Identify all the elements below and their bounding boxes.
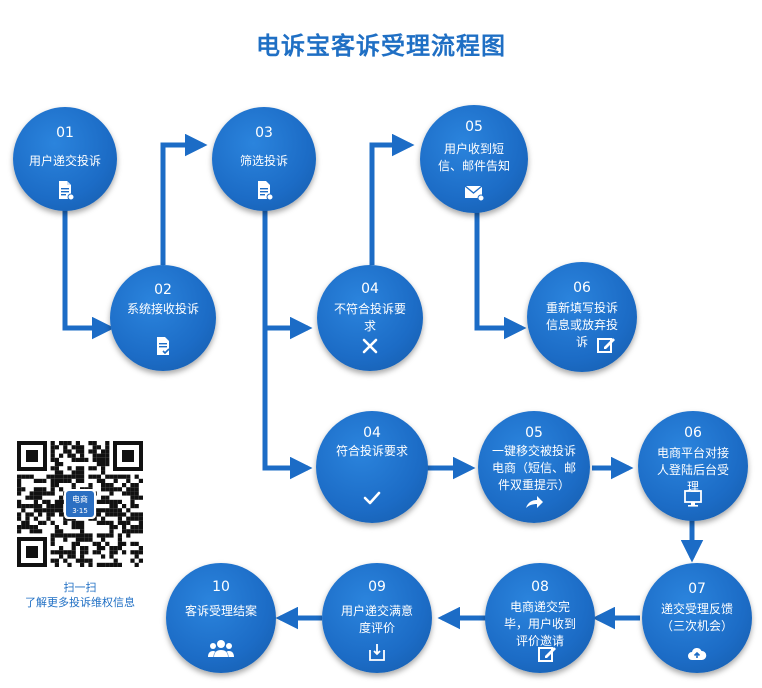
step-number: 07 <box>688 581 706 597</box>
people-icon <box>208 640 234 657</box>
arrow-03-04b <box>262 328 313 480</box>
step-node-07-feedback: 07 递交受理反馈（三次机会） <box>642 563 752 673</box>
qr-badge-top: 电商 <box>72 494 88 504</box>
step-node-04-accept: 04 符合投诉要求 <box>316 411 428 523</box>
step-number: 04 <box>361 281 379 297</box>
arrow-05-06 <box>474 200 527 340</box>
step-number: 06 <box>573 280 591 296</box>
step-number: 10 <box>212 579 230 595</box>
step-number: 05 <box>525 425 543 441</box>
monitor-icon <box>684 490 702 507</box>
share-arrow-icon <box>526 496 543 508</box>
cloud-upload-icon <box>688 647 707 660</box>
qr-badge-bottom: 3·15 <box>72 507 88 515</box>
step-label: 用户收到短信、邮件告知 <box>437 142 510 173</box>
download-box-icon <box>369 644 385 661</box>
step-number: 03 <box>255 125 273 141</box>
qr-caption-line2: 了解更多投诉维权信息 <box>25 596 135 609</box>
step-label: 系统接收投诉 <box>126 302 199 316</box>
step-label: 符合投诉要求 <box>335 444 408 458</box>
step-label: 重新填写投诉信息或放弃投诉 <box>545 301 618 349</box>
envelope-icon <box>464 185 485 202</box>
step-node-02: 02 系统接收投诉 <box>110 265 216 371</box>
step-node-05-transfer: 05 一键移交被投诉电商（短信、邮件双重提示） <box>478 411 590 523</box>
step-label: 电商递交完毕，用户收到评价邀请 <box>503 600 576 648</box>
step-number: 06 <box>684 425 702 441</box>
cross-icon <box>362 338 378 354</box>
step-node-01: 01 用户递交投诉 <box>13 107 117 211</box>
step-node-09-rating: 09 用户递交满意度评价 <box>322 563 432 673</box>
arrow-02-03 <box>160 133 208 265</box>
step-node-10-closed: 10 客诉受理结案 <box>166 563 276 673</box>
step-number: 05 <box>465 119 483 135</box>
step-label: 用户递交投诉 <box>28 154 101 168</box>
step-node-04-reject: 04 不符合投诉要求 <box>317 265 423 371</box>
qr-caption: 扫一扫 了解更多投诉维权信息 <box>10 580 150 610</box>
step-number: 01 <box>56 125 74 141</box>
step-number: 08 <box>531 579 549 595</box>
step-label: 一键移交被投诉电商（短信、邮件双重提示） <box>491 444 576 492</box>
step-node-06-refill: 06 重新填写投诉信息或放弃投诉 <box>527 262 637 372</box>
step-number: 04 <box>363 425 381 441</box>
step-label: 不符合投诉要求 <box>333 302 406 333</box>
step-node-05-notify: 05 用户收到短信、邮件告知 <box>420 105 528 213</box>
step-label: 筛选投诉 <box>239 154 288 168</box>
step-label: 用户递交满意度评价 <box>340 604 413 635</box>
qr-center-badge: 电商 3·15 <box>64 489 96 519</box>
arrow-03-04a <box>262 200 313 340</box>
qr-finder-patterns <box>17 441 143 567</box>
step-node-08-complete: 08 电商递交完毕，用户收到评价邀请 <box>485 563 595 673</box>
qr-caption-line1: 扫一扫 <box>63 581 97 594</box>
step-node-03: 03 筛选投诉 <box>212 107 316 211</box>
page-title: 电诉宝客诉受理流程图 <box>256 32 506 60</box>
step-label: 电商平台对接人登陆后台受理 <box>656 446 729 494</box>
step-label: 客诉受理结案 <box>184 604 257 618</box>
step-label: 递交受理反馈（三次机会） <box>660 602 733 633</box>
document-icon <box>258 181 274 201</box>
step-node-06-platform: 06 电商平台对接人登陆后台受理 <box>638 411 748 521</box>
step-number: 09 <box>368 579 386 595</box>
edit-icon <box>537 647 556 662</box>
document-icon <box>59 181 75 201</box>
check-icon <box>363 491 381 505</box>
edit-icon <box>597 338 616 353</box>
arrow-01-02 <box>62 200 115 340</box>
arrow-04-05 <box>369 133 415 265</box>
step-number: 02 <box>154 282 172 298</box>
qr-code[interactable]: 电商 3·15 <box>17 441 143 567</box>
document-check-icon <box>157 337 170 355</box>
